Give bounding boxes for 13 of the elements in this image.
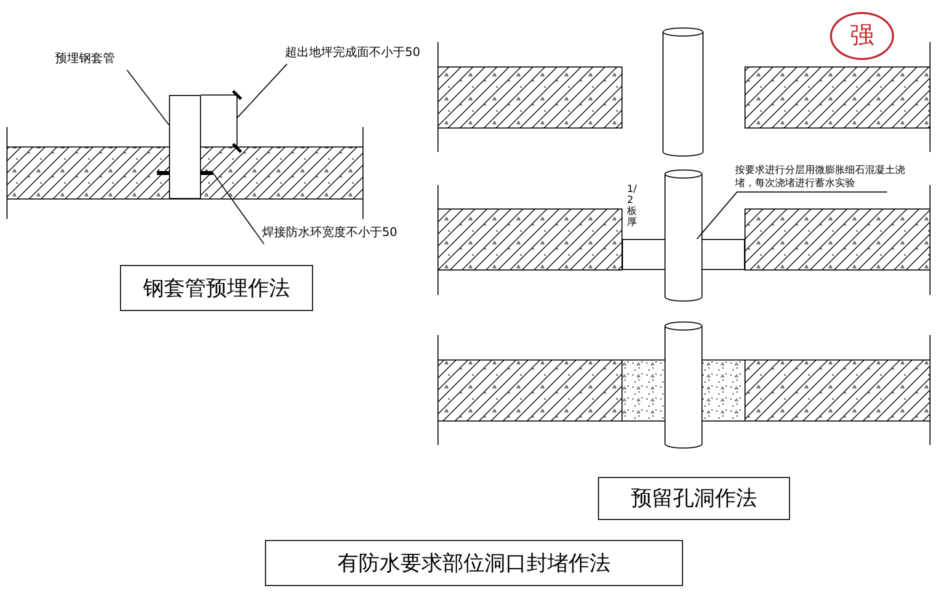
title-box: 预留孔洞作法 [598,477,790,520]
dimension-text: 1/2板厚 [627,184,637,228]
title-box: 有防水要求部位洞口封堵作法 [265,540,683,586]
title-box: 钢套管预埋作法 [120,265,313,311]
annotation-text: 超出地坪完成面不小于50 [285,46,435,64]
annotation-text: 焊接防水环宽度不小于50 [262,226,412,244]
water-stop-ring [201,171,213,175]
steel-sleeve [169,95,201,199]
annotation-text: 预埋钢套管 [55,52,135,70]
leader-line [236,64,288,118]
annotation-text: 按要求进行分层用微膨胀细石混凝土浇堵，每次浇堵进行蓄水实验 [735,164,907,192]
mandatory-stamp: 强 [830,12,894,60]
leader-line [126,70,170,126]
